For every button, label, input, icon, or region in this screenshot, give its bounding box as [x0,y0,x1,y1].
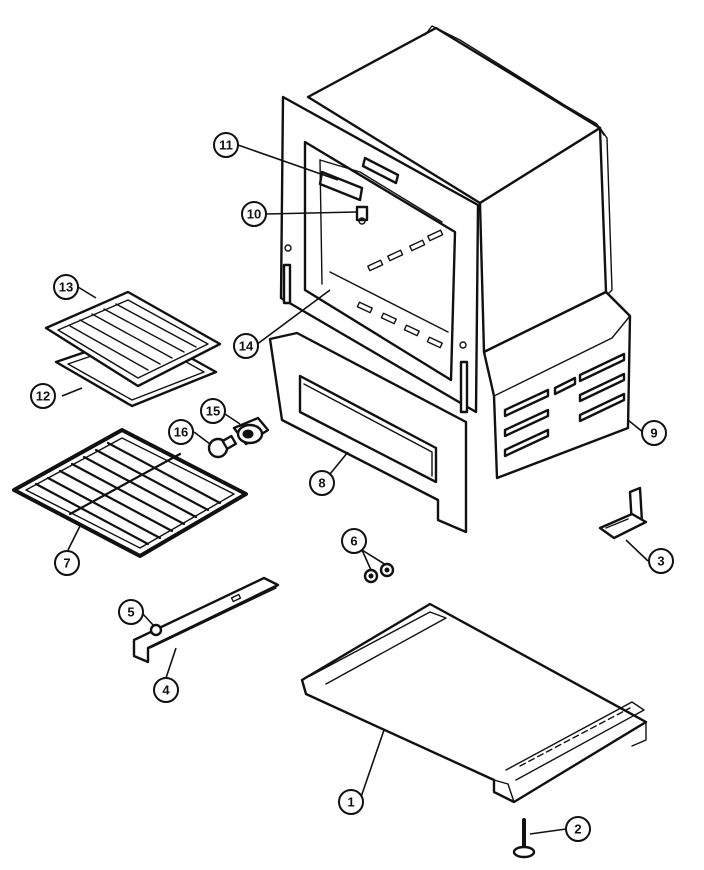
broil-pan-insert [44,290,222,388]
callout-11-label: 11 [219,138,233,153]
callout-6-label: 6 [350,534,357,549]
callout-12: 12 [30,383,56,409]
callout-13-label: 13 [59,280,73,295]
callout-6: 6 [341,528,367,554]
rack-supports [356,229,444,349]
callout-1: 1 [338,789,364,815]
oven-cavity-assembly [279,25,613,414]
callout-16-label: 16 [174,425,188,440]
callout-12-label: 12 [36,389,50,404]
callout-3-label: 3 [657,554,664,569]
oven-rack [12,428,248,558]
leveling-leg [512,818,536,859]
side-panel-louvers [503,352,626,458]
callout-14: 14 [233,333,259,359]
callout-2: 2 [565,816,591,842]
callout-1-label: 1 [347,795,354,810]
callout-10-label: 10 [247,207,261,222]
oven-light-assembly [207,416,270,459]
callout-10: 10 [241,201,267,227]
callout-15: 15 [200,398,226,424]
callout-2-label: 2 [574,822,581,837]
callout-13: 13 [53,274,79,300]
callout-15-label: 15 [206,404,220,419]
frame-slot-right [459,360,469,414]
broil-pan-insert-slots [69,303,197,371]
drawer-glide [132,576,280,664]
callout-16: 16 [168,419,194,445]
callout-7: 7 [54,550,80,576]
storage-drawer [300,602,648,804]
callout-14-label: 14 [239,339,254,354]
callout-4-label: 4 [162,683,170,698]
oven-sensor [355,205,369,222]
drawer-body [300,602,648,804]
oven-rack-wires [34,441,222,546]
callout-3: 3 [648,548,674,574]
callout-11: 11 [213,132,239,158]
lower-panel-window [298,374,438,484]
light-bulb [207,434,238,459]
callout-8: 8 [309,470,335,496]
callout-4: 4 [153,677,179,703]
light-lens-cover [318,170,364,202]
leader-lines [61,144,649,835]
broil-pan-assembly [44,290,222,408]
callout-5: 5 [118,599,144,625]
frame-slot-left [282,263,292,305]
callout-8-label: 8 [318,476,325,491]
side-panel-assembly [482,290,632,480]
callout-9-label: 9 [650,426,657,441]
top-vent-slot [361,156,400,185]
light-socket [232,416,270,446]
callout-5-label: 5 [127,605,134,620]
oven-rack-frame [12,428,248,558]
callout-9: 9 [641,420,667,446]
lower-front-panel-assembly [268,331,468,534]
drawer-glide-assembly [132,576,280,664]
callout-7-label: 7 [63,556,70,571]
glide-screw [149,623,163,637]
anti-tip-bracket [598,486,648,540]
